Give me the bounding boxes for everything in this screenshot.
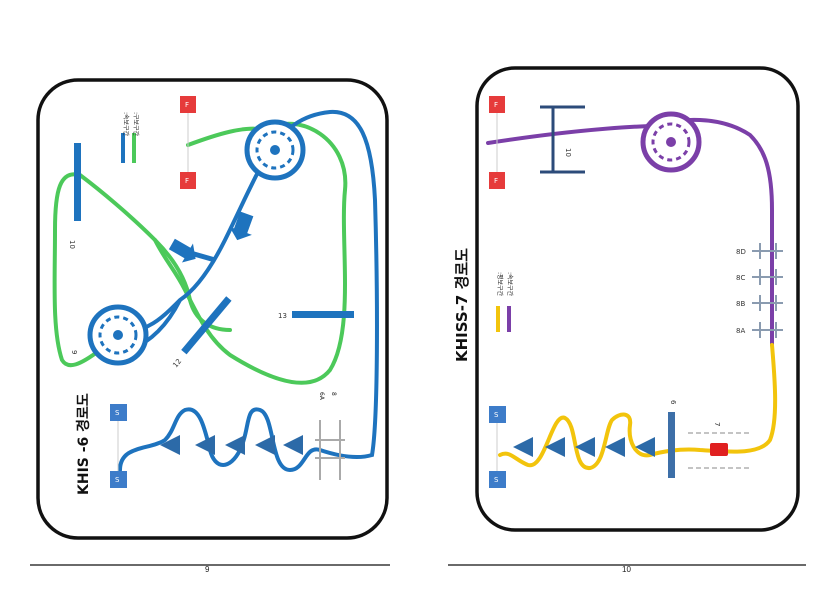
obstacle-8b-label: 8B (736, 300, 745, 308)
obstacle-8-label: 8 (330, 392, 337, 396)
right-start-top: S (489, 406, 506, 423)
svg-text:F: F (494, 177, 498, 185)
svg-text:S: S (494, 476, 499, 484)
obstacle-10-label: 10 (68, 240, 76, 249)
svg-text:F: F (185, 177, 189, 185)
obstacle-8-series (752, 243, 783, 338)
right-finish-top: F (489, 96, 505, 113)
left-start-top: S (110, 404, 127, 421)
right-walk-path (498, 343, 778, 470)
obstacle-8c-label: 8C (736, 274, 745, 282)
obstacle-9-label: 9 (70, 350, 78, 354)
right-obstacle-10-label: 10 (564, 148, 572, 157)
right-title: KHISS-7 경로도 (453, 248, 471, 362)
right-page-number: 10 (622, 565, 631, 574)
left-circle-top (244, 119, 306, 181)
right-obstacle-6-label: 6 (669, 400, 677, 405)
obstacle-12-label: 12 (171, 357, 183, 369)
obstacle-13-bar (292, 311, 354, 318)
left-direction-arrow-1 (168, 238, 196, 263)
svg-text:F: F (185, 101, 189, 109)
svg-text::속보구간: :속보구간 (506, 272, 514, 297)
svg-text:S: S (115, 476, 120, 484)
svg-text::구보구간: :구보구간 (132, 112, 140, 137)
obstacle-10-bar (74, 143, 81, 221)
svg-text:F: F (494, 101, 498, 109)
left-start-bottom: S (110, 471, 127, 488)
right-finish-bottom: F (489, 172, 505, 189)
obstacle-6a-label: 6A (318, 392, 325, 401)
obstacle-6-bar (668, 412, 675, 478)
left-finish-top: F (180, 96, 196, 113)
svg-text::평보구간: :평보구간 (496, 272, 504, 297)
obstacle-12-bar (181, 296, 232, 355)
left-legend: :속보구간 :구보구간 (121, 112, 140, 163)
left-direction-arrow-2 (229, 211, 254, 241)
right-start-bottom: S (489, 471, 506, 488)
right-course-map: 10 8D 8C 8B 8A 6 7 (453, 66, 800, 532)
obstacle-7 (688, 432, 752, 469)
left-zigzag-arrows (160, 435, 303, 455)
right-legend: :평보구간 :속보구간 (496, 272, 514, 332)
obstacle-6a-8-gate (315, 420, 345, 480)
left-fast-path (118, 109, 379, 473)
left-course-map: 10 9 12 13 6A 8 F F (36, 78, 389, 540)
right-circle (640, 111, 702, 173)
right-arena-border (475, 66, 800, 532)
left-title: KHIS -6 경로도 (75, 393, 92, 495)
obstacle-13-label: 13 (278, 312, 287, 320)
left-finish-bottom: F (180, 172, 196, 189)
obstacle-8a-label: 8A (736, 327, 745, 335)
obstacle-10-h (540, 105, 585, 174)
svg-text:S: S (494, 411, 499, 419)
left-page-number: 9 (205, 565, 210, 574)
right-obstacle-7-label: 7 (713, 422, 721, 426)
left-circle-bottom (87, 304, 149, 366)
left-arena-border (36, 78, 389, 540)
right-zigzag-arrows (513, 437, 655, 457)
svg-text::속보구간: :속보구간 (122, 112, 130, 137)
obstacle-8d-label: 8D (736, 248, 746, 256)
svg-text:S: S (115, 409, 120, 417)
